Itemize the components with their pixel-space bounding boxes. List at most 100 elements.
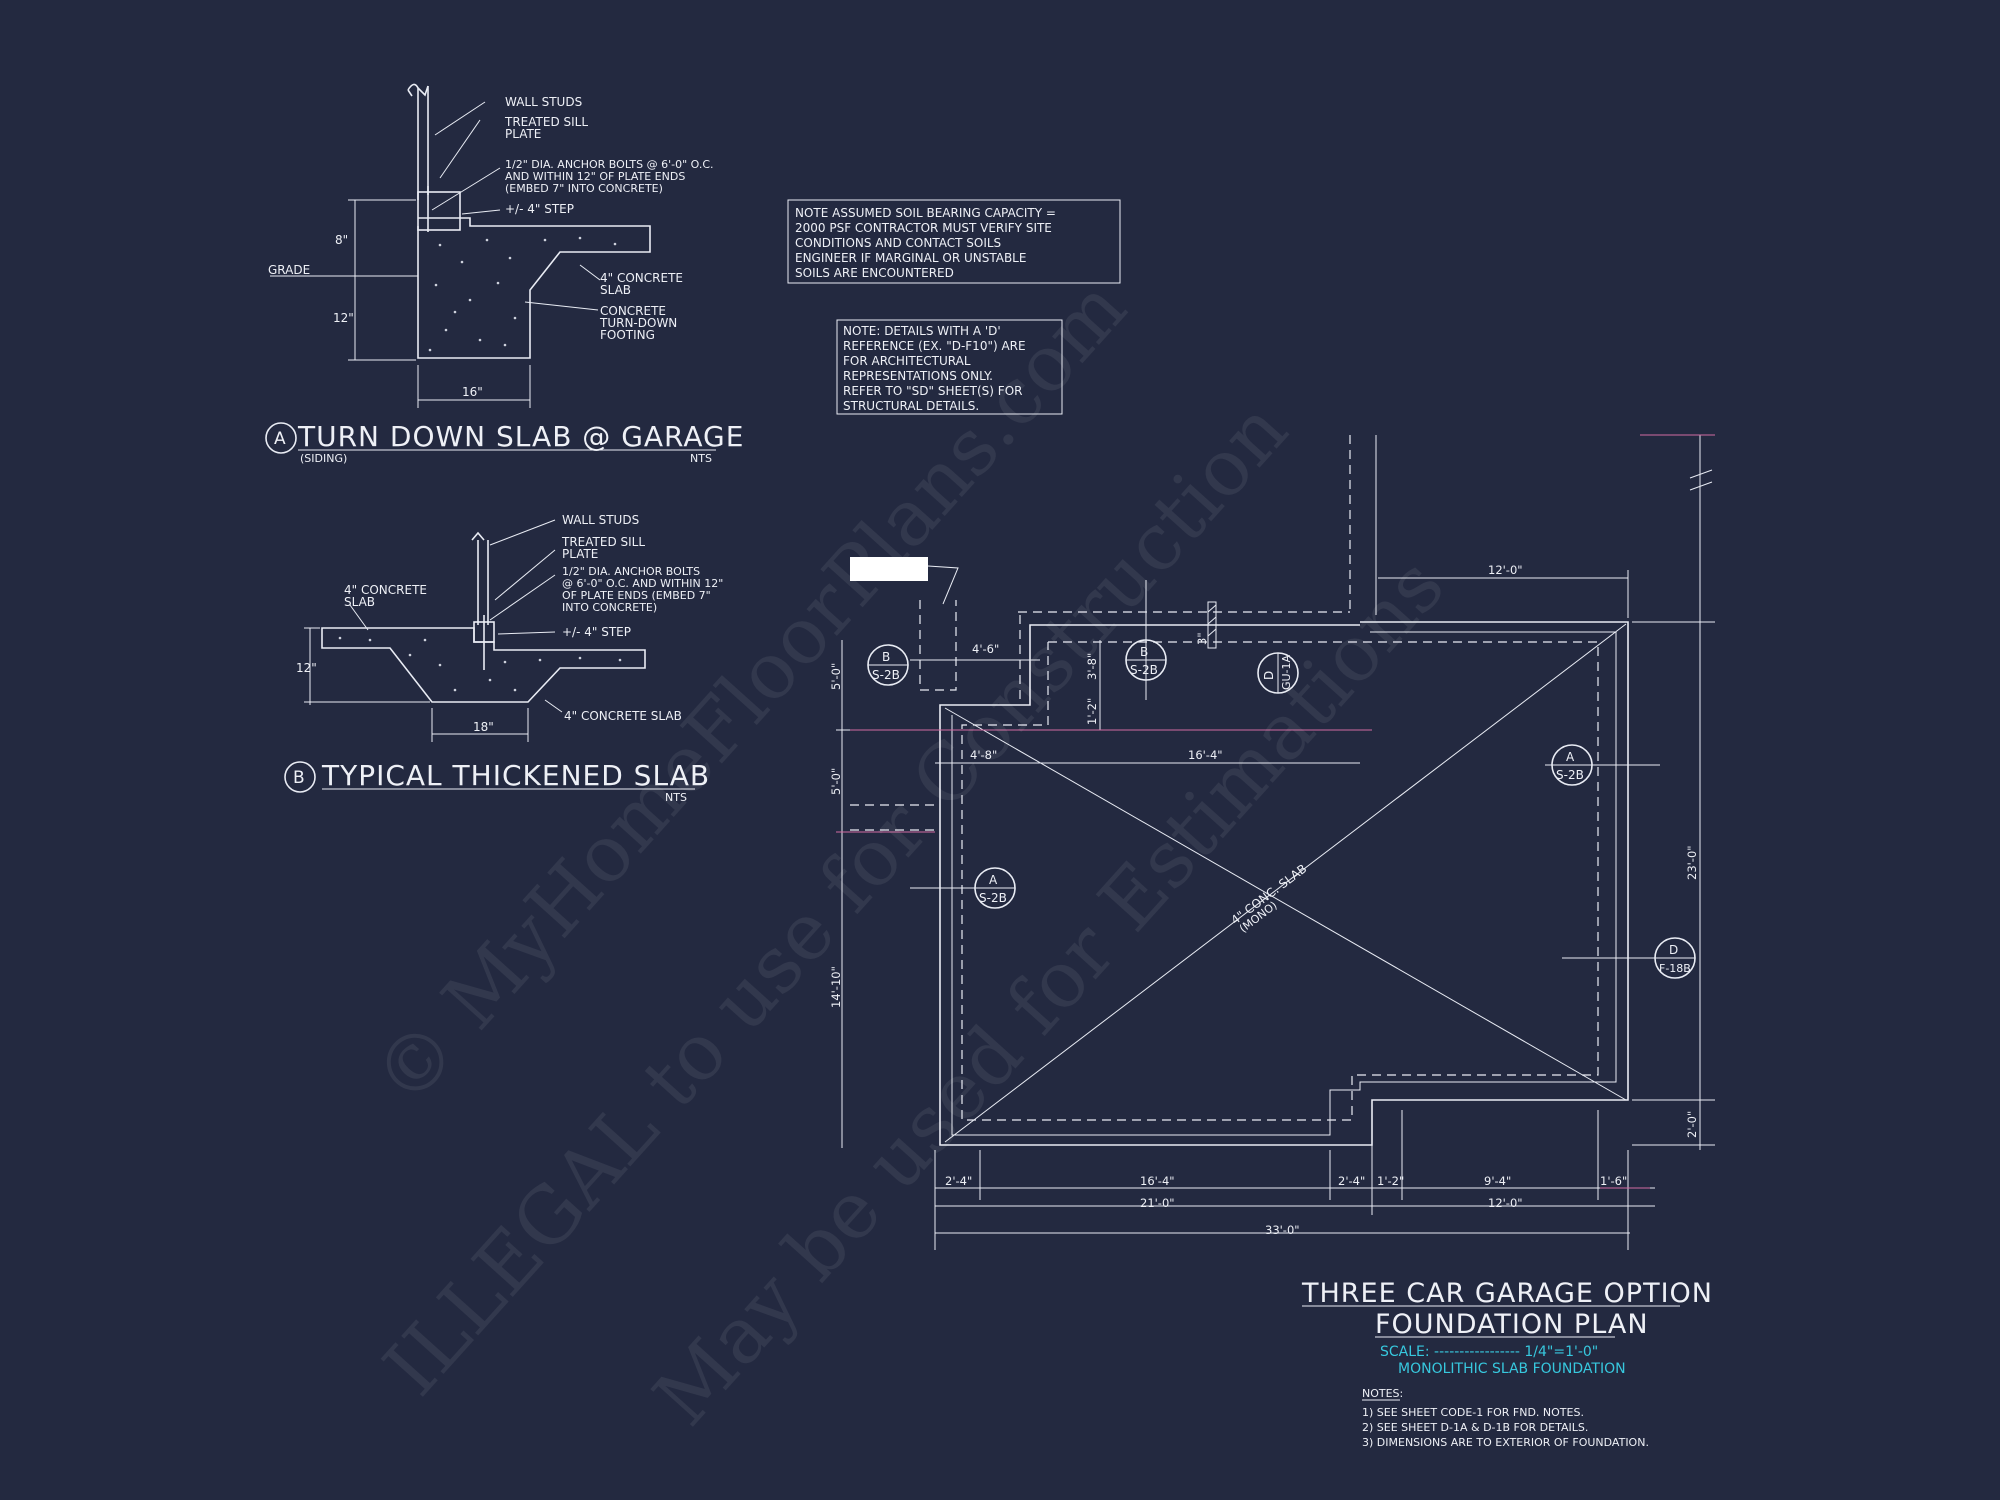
dim-b-2-4b: 2'-4" (1338, 1174, 1365, 1188)
right-dim-break (1689, 469, 1713, 479)
detail-a-leader-sill (439, 119, 481, 179)
note-details-line: REPRESENTATIONS ONLY. (843, 369, 993, 383)
callout-b-top: B (882, 650, 890, 664)
detail-a-title: TURN DOWN SLAB @ GARAGE (297, 420, 744, 453)
dim-top-12: 12'-0" (1488, 563, 1523, 577)
detail-b-wall-break (471, 531, 485, 541)
stoop-dashed (919, 600, 957, 691)
detail-a-concrete-stipple (428, 236, 617, 352)
detail-b-leader-slab-left (349, 604, 369, 631)
note-soil-bearing: NOTE ASSUMED SOIL BEARING CAPACITY = 200… (787, 199, 1121, 284)
dim-3-8: 3'-8" (1085, 653, 1099, 680)
detail-b-title: TYPICAL THICKENED SLAB (321, 759, 710, 792)
detail-a-marker: A (274, 429, 286, 449)
step-hatch (1207, 601, 1217, 649)
detail-a-wall-break (407, 89, 413, 97)
plan-notes-heading: NOTES: (1362, 1387, 1403, 1400)
step-hatch-line (1207, 616, 1217, 625)
detail-a-leader-step (461, 209, 501, 215)
detail-a-label-grade: GRADE (268, 263, 310, 277)
note-details-reference: NOTE: DETAILS WITH A 'D' REFERENCE (EX. … (836, 319, 1063, 415)
detail-b-label-slab-left-2: SLAB (344, 595, 375, 609)
note-soil-box (787, 199, 1121, 284)
plan-note-item: 3) DIMENSIONS ARE TO EXTERIOR OF FOUNDAT… (1362, 1436, 1649, 1449)
note-soil-line: CONDITIONS AND CONTACT SOILS (795, 236, 1001, 250)
note-details-line: REFER TO "SD" SHEET(S) FOR (843, 384, 1022, 398)
slab-label-1: 4" CONC. SLAB (1228, 862, 1309, 928)
detail-a-label-anchor-1: 1/2" DIA. ANCHOR BOLTS @ 6'-0" O.C. (505, 158, 714, 171)
callout-d-top: D (1262, 671, 1276, 680)
detail-b-label-slab-bottom: 4" CONCRETE SLAB (564, 709, 682, 723)
callout-b-bottom: S-2B (1130, 663, 1158, 677)
slab-diagonal-2 (944, 623, 1627, 1143)
callout-d-gu1a: D GU-1A (1257, 652, 1299, 694)
note-details-box (836, 319, 1063, 415)
detail-b-thickened-slab: WALL STUDS TREATED SILL PLATE 1/2" DIA. … (284, 513, 723, 804)
detail-b-label-sill-1: TREATED SILL (561, 535, 645, 549)
plan-label-tag (850, 557, 928, 581)
detail-a-label-anchor-3: (EMBED 7" INTO CONCRETE) (505, 182, 663, 195)
title-block: THREE CAR GARAGE OPTION FOUNDATION PLAN … (1301, 1278, 1713, 1449)
foundation-outline (939, 621, 1629, 1146)
detail-b-label-wall-studs: WALL STUDS (562, 513, 639, 527)
dim-1-2-v: 1'-2" (1085, 698, 1099, 725)
detail-b-label-slab-left-1: 4" CONCRETE (344, 583, 427, 597)
callout-a-top: A (989, 873, 998, 887)
slab-inner-edge (951, 631, 1617, 1136)
dim-left-14-10: 14'-10" (829, 966, 843, 1008)
detail-b-concrete-stipple (338, 636, 622, 692)
dim-left-5b: 5'-0" (829, 768, 843, 795)
footing-inner-dashed (961, 641, 1599, 1121)
detail-b-label-anchor-3: OF PLATE ENDS (EMBED 7" (562, 589, 711, 602)
detail-b-marker-circle (284, 761, 316, 793)
dim-16-4-top: 16'-4" (1188, 748, 1223, 762)
callout-a-s2b-left: A S-2B (910, 867, 1016, 909)
note-soil-line: NOTE ASSUMED SOIL BEARING CAPACITY = (795, 206, 1056, 220)
detail-a-dim-12: 12" (333, 311, 354, 325)
note-soil-line: SOILS ARE ENCOUNTERED (795, 266, 954, 280)
foundation-plan: 4" CONC. SLAB (MONO) 23'-0" 2'-0" 5'-0" … (829, 434, 1715, 1250)
callout-b-top: B (1140, 645, 1148, 659)
detail-b-label-anchor-2: @ 6'-0" O.C. AND WITHIN 12" (562, 577, 723, 590)
dim-b-12: 12'-0" (1488, 1196, 1523, 1210)
detail-b-leader-anchor (489, 574, 556, 621)
callout-d-bottom: GU-1A (1280, 654, 1293, 690)
callout-a-s2b-right: A S-2B (1545, 744, 1660, 786)
plan-scale: SCALE: ----------------- 1/4"=1'-0" (1380, 1344, 1598, 1360)
detail-a-scale: NTS (690, 452, 712, 465)
detail-a-wall-break-2 (417, 85, 429, 97)
detail-a-wall-stud-line (407, 83, 419, 200)
note-soil-line: ENGINEER IF MARGINAL OR UNSTABLE (795, 251, 1026, 265)
detail-a-leader-studs (434, 101, 486, 136)
note-details-line: NOTE: DETAILS WITH A 'D' (843, 324, 1001, 338)
callout-a-top: A (1566, 750, 1575, 764)
callout-b-s2b-left: B S-2B (867, 644, 960, 686)
callout-a-bottom: S-2B (1556, 768, 1584, 782)
note-details-line: FOR ARCHITECTURAL (843, 354, 971, 368)
detail-a-label-footing-1: CONCRETE (600, 304, 666, 318)
plan-title-line-1: THREE CAR GARAGE OPTION (1301, 1278, 1713, 1309)
dim-b-1-6: 1'-6" (1600, 1174, 1627, 1188)
plan-note-item: 2) SEE SHEET D-1A & D-1B FOR DETAILS. (1362, 1421, 1588, 1434)
slab-diagonal-1 (944, 707, 1627, 1101)
callout-b-bottom: S-2B (872, 668, 900, 682)
detail-b-dim-18: 18" (473, 720, 494, 734)
detail-a-label-slab-1: 4" CONCRETE (600, 271, 683, 285)
dim-right-23: 23'-0" (1685, 845, 1699, 880)
detail-b-label-anchor-4: INTO CONCRETE) (562, 601, 657, 614)
detail-b-label-sill-2: PLATE (562, 547, 598, 561)
dim-3: 3" (1195, 632, 1209, 645)
detail-a-sill-plate (417, 191, 461, 231)
detail-a-leader-anchor (431, 167, 501, 211)
callout-d-f18b: D F-18B (1562, 937, 1696, 979)
detail-b-marker: B (293, 768, 305, 788)
detail-a-footing-outline (417, 217, 651, 359)
plan-foundation-type: MONOLITHIC SLAB FOUNDATION (1398, 1361, 1626, 1377)
dim-4-8: 4'-8" (970, 748, 997, 762)
detail-b-label-anchor-1: 1/2" DIA. ANCHOR BOLTS (562, 565, 700, 578)
plan-title-line-2: FOUNDATION PLAN (1375, 1309, 1649, 1340)
detail-a-dim-8: 8" (335, 233, 348, 247)
callout-a-bottom: S-2B (979, 891, 1007, 905)
detail-a-label-slab-2: SLAB (600, 283, 631, 297)
note-details-line: STRUCTURAL DETAILS. (843, 399, 979, 413)
